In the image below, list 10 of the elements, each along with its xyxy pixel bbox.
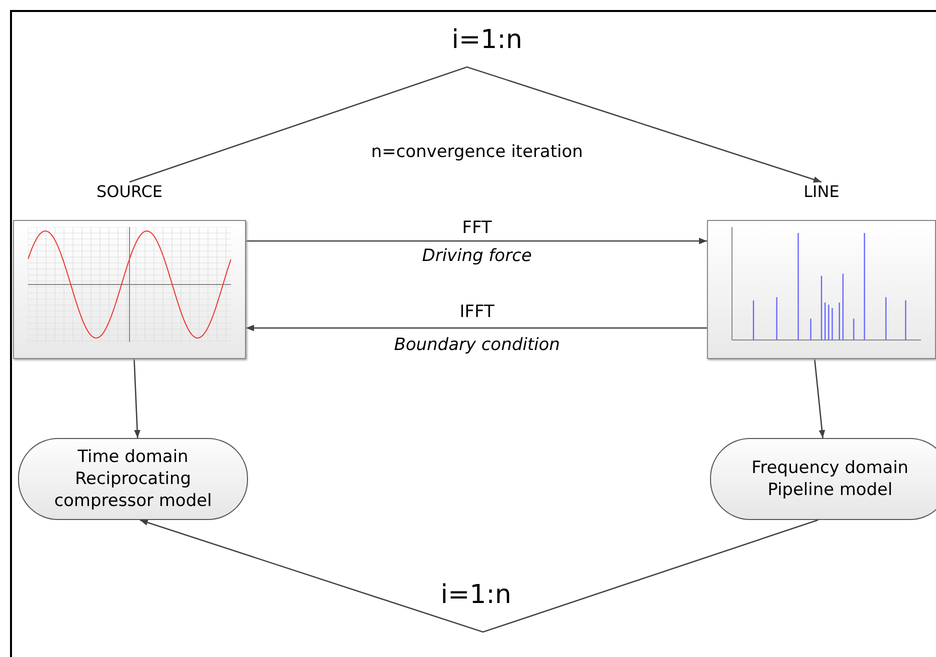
arrow [246,324,707,332]
panel-heading: LINE [802,182,840,201]
arrow [814,358,826,438]
arrow [246,238,707,244]
panel-heading: SOURCE [95,182,164,201]
model-box: Frequency domain Pipeline model [710,438,936,520]
model-box: Time domain Reciprocating compressor model [18,438,248,520]
arrow [134,358,140,438]
arrow [129,66,822,183]
arrow [140,519,818,633]
